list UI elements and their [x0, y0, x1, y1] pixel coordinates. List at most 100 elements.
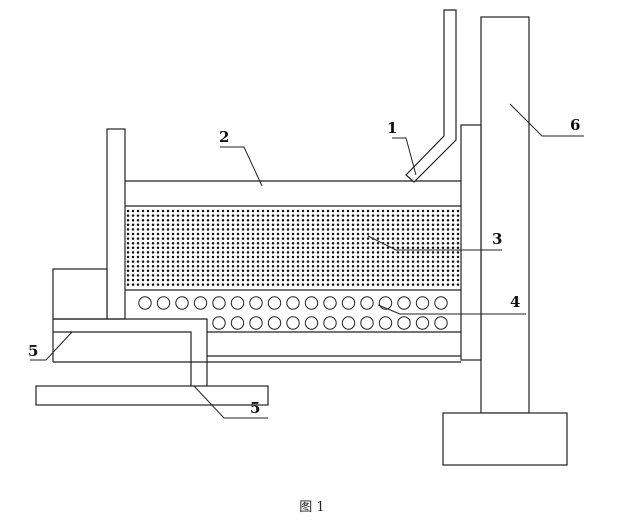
packing-dot — [351, 241, 355, 245]
packing-dot — [306, 232, 310, 236]
packing-dot — [366, 223, 370, 227]
packing-dot — [266, 241, 270, 245]
packing-dot — [141, 264, 145, 268]
packing-dot — [386, 269, 390, 273]
packing-dot — [181, 264, 185, 268]
packing-dot — [186, 232, 190, 236]
label-6: 6 — [570, 116, 580, 134]
leader-3 — [367, 235, 502, 251]
packing-dot — [441, 232, 445, 236]
packing-dot — [371, 241, 375, 245]
packing-dot — [261, 241, 265, 245]
bead-circle — [286, 316, 300, 330]
packing-dot — [261, 246, 265, 250]
packing-dot — [376, 274, 380, 277]
packing-dot — [276, 274, 280, 277]
packing-dot — [266, 223, 270, 227]
packing-dot — [306, 228, 310, 231]
bead-circle — [286, 296, 300, 310]
packing-dot — [271, 278, 275, 282]
packing-dot — [256, 283, 260, 286]
packing-dot — [211, 255, 215, 259]
packing-dot — [361, 241, 365, 245]
packing-dot — [151, 274, 155, 277]
packing-dot — [181, 228, 185, 231]
packing-dot — [321, 274, 325, 277]
packing-dot — [401, 251, 405, 254]
packing-dot — [201, 260, 205, 263]
packing-dot — [361, 251, 365, 254]
packing-dot — [426, 209, 430, 213]
packing-dot — [391, 269, 395, 273]
packing-dot — [286, 228, 290, 231]
packing-dot — [251, 274, 255, 277]
packing-dot — [391, 278, 395, 282]
packing-dot — [216, 209, 220, 213]
packing-dot — [316, 246, 320, 250]
packing-dot — [126, 228, 130, 231]
packing-dot — [196, 237, 200, 240]
packing-dot — [206, 269, 210, 273]
packing-dot — [411, 228, 415, 231]
packing-dot — [341, 218, 345, 222]
packing-dot — [316, 278, 320, 282]
packing-dot — [211, 214, 215, 217]
packing-dot — [361, 283, 365, 286]
packing-dot — [381, 237, 385, 240]
packing-dot — [406, 246, 410, 250]
packing-dot — [396, 264, 400, 268]
packing-dot — [196, 209, 200, 213]
packing-dot — [336, 264, 340, 268]
packing-dot — [241, 269, 245, 273]
packing-dot — [391, 237, 395, 240]
packing-dot — [451, 223, 455, 227]
packing-dot — [436, 269, 440, 273]
packing-dot — [431, 274, 435, 277]
packing-dot — [286, 260, 290, 263]
packing-dot — [176, 260, 180, 263]
packing-dot — [451, 269, 455, 273]
packing-dot — [141, 232, 145, 236]
packing-dot — [191, 241, 195, 245]
packing-dot — [151, 246, 155, 250]
packing-dot — [171, 246, 175, 250]
packing-dot — [371, 228, 375, 231]
packing-dot — [196, 241, 200, 245]
packing-dot — [166, 283, 170, 286]
packing-dot — [326, 269, 330, 273]
packing-dot — [311, 241, 315, 245]
packing-dot — [286, 251, 290, 254]
packing-dot — [456, 255, 460, 259]
packing-dot — [261, 278, 265, 282]
packing-dot — [381, 232, 385, 236]
packing-dot — [146, 232, 150, 236]
packing-dot — [276, 269, 280, 273]
packing-dot — [436, 241, 440, 245]
packing-dot — [261, 260, 265, 263]
packing-dot — [436, 209, 440, 213]
packing-dot — [341, 241, 345, 245]
packing-dot — [396, 223, 400, 227]
packing-dot — [296, 264, 300, 268]
packing-dot — [456, 223, 460, 227]
packing-dot — [276, 260, 280, 263]
packing-dot — [336, 269, 340, 273]
packing-dot — [361, 255, 365, 259]
packing-dot — [396, 260, 400, 263]
packing-dot — [446, 260, 450, 263]
packing-dot — [211, 274, 215, 277]
packing-dot — [126, 223, 130, 227]
packing-dot — [256, 237, 260, 240]
bead-circle — [397, 296, 411, 310]
packing-dot — [296, 246, 300, 250]
packing-dot — [336, 274, 340, 277]
packing-dot — [271, 214, 275, 217]
packing-dot — [216, 278, 220, 282]
packing-dot — [371, 269, 375, 273]
packing-dot — [361, 274, 365, 277]
packing-dot — [126, 232, 130, 236]
packing-dot — [176, 274, 180, 277]
packing-dot — [211, 232, 215, 236]
packing-dot — [456, 278, 460, 282]
